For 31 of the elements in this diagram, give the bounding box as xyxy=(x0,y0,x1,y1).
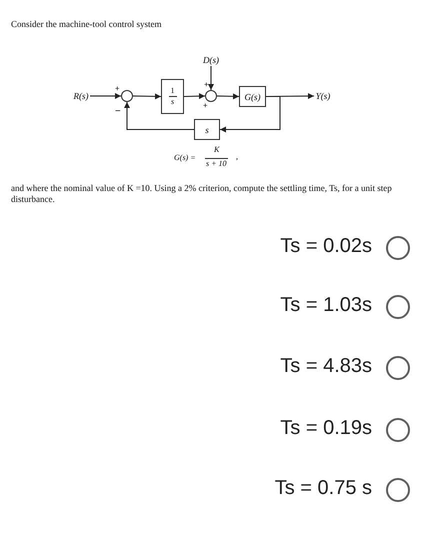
question-text: and where the nominal value of K =10. Using a 2% criterion, compute the settling time, Ts, for a unit step disturbance. xyxy=(11,183,393,205)
signal-arrow xyxy=(124,102,194,130)
signal-label: D(s) xyxy=(202,54,220,66)
sign-label: − xyxy=(115,106,121,117)
denominator: s xyxy=(170,97,174,107)
signal-arrow xyxy=(184,93,206,100)
signal-arrow xyxy=(90,93,122,99)
signal-label: R(s) xyxy=(72,90,90,102)
numerator: 1 xyxy=(168,86,176,97)
block-label: s xyxy=(205,124,209,134)
formula-text: G(s) = xyxy=(174,153,196,162)
signal-arrow xyxy=(208,66,214,90)
sign-label: + xyxy=(204,80,209,89)
answer-option: Ts = 0.19s xyxy=(280,417,372,440)
formula-denominator: s + 10 xyxy=(205,158,228,168)
signal-label: Y(s) xyxy=(314,90,332,102)
block-label: G(s) xyxy=(244,92,260,102)
formula-text: , xyxy=(236,152,238,161)
summing-junction xyxy=(121,90,133,102)
signal-arrow xyxy=(132,93,162,100)
answer-option: Ts = 1.03s xyxy=(280,294,372,317)
answer-option: Ts = 0.75 s xyxy=(274,477,372,500)
answer-option: Ts = 4.83s xyxy=(280,355,372,378)
signal-arrow xyxy=(216,93,240,100)
sign-label: + xyxy=(203,101,208,110)
question-text: Consider the machine-tool control system xyxy=(11,19,162,29)
summing-junction xyxy=(205,90,217,102)
signal-arrow xyxy=(220,96,280,132)
formula-numerator: K xyxy=(214,145,220,154)
answer-option: Ts = 0.02s xyxy=(280,235,372,258)
sign-label: + xyxy=(115,84,120,93)
